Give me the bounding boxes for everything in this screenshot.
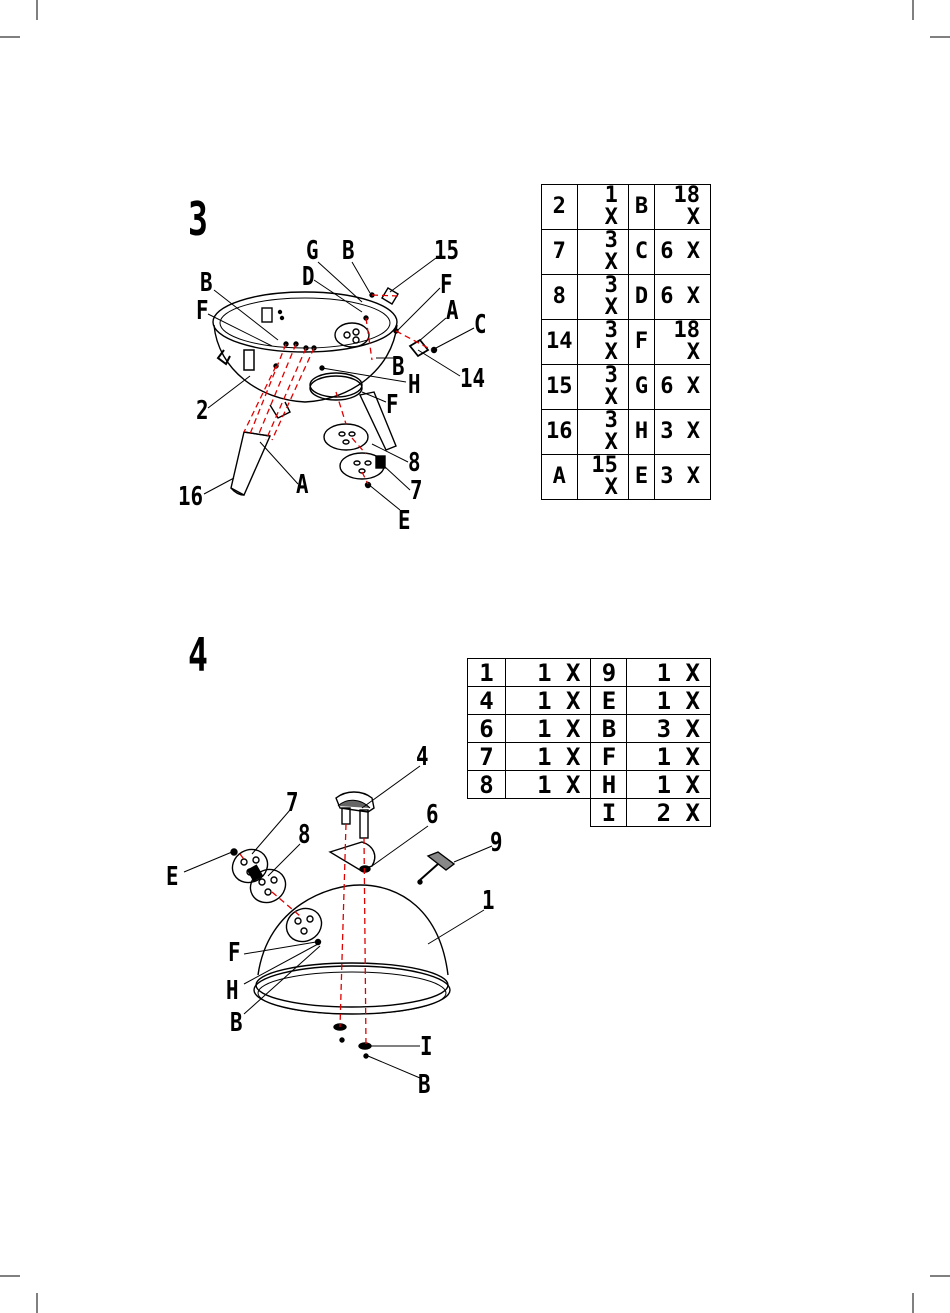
callout-label: E [166,864,179,890]
callout-label: B [200,270,213,296]
callout-label: B [418,1072,431,1098]
callout-label: B [230,1010,243,1036]
callout-label: F [196,298,209,324]
callout-label: F [440,272,453,298]
callout-label: A [296,472,309,498]
callout-label: E [398,508,411,534]
vent-8 [324,424,368,450]
callout-label: 8 [408,450,421,476]
callout-label: 4 [416,744,429,770]
callout-label: 8 [298,822,311,848]
callout-label: B [342,238,355,264]
thermometer [428,852,454,870]
callout-label: I [420,1034,433,1060]
callout-label: B [392,354,405,380]
lid-rim [256,963,448,1007]
callout-label: G [306,238,319,264]
callout-label: 16 [178,484,203,510]
step3-number: 3 [188,196,208,242]
callout-label: F [386,392,399,418]
callout-label: 9 [490,830,503,856]
callout-label: C [474,312,487,338]
callout-label: H [408,372,421,398]
callout-label: 7 [286,790,299,816]
callout-label: H [226,978,239,1004]
callout-label: 2 [196,398,209,424]
step3-diagram [204,258,474,510]
callout-label: 15 [434,238,459,264]
callout-label: F [228,940,241,966]
callout-label: 1 [482,888,495,914]
heat-shield [330,842,375,870]
callout-label: A [446,298,459,324]
leg-16 [231,432,270,495]
callout-label: 14 [460,366,485,392]
step4-number: 4 [188,632,208,678]
callout-label: D [302,264,315,290]
callout-label: 7 [410,478,423,504]
callout-label: 6 [426,802,439,828]
